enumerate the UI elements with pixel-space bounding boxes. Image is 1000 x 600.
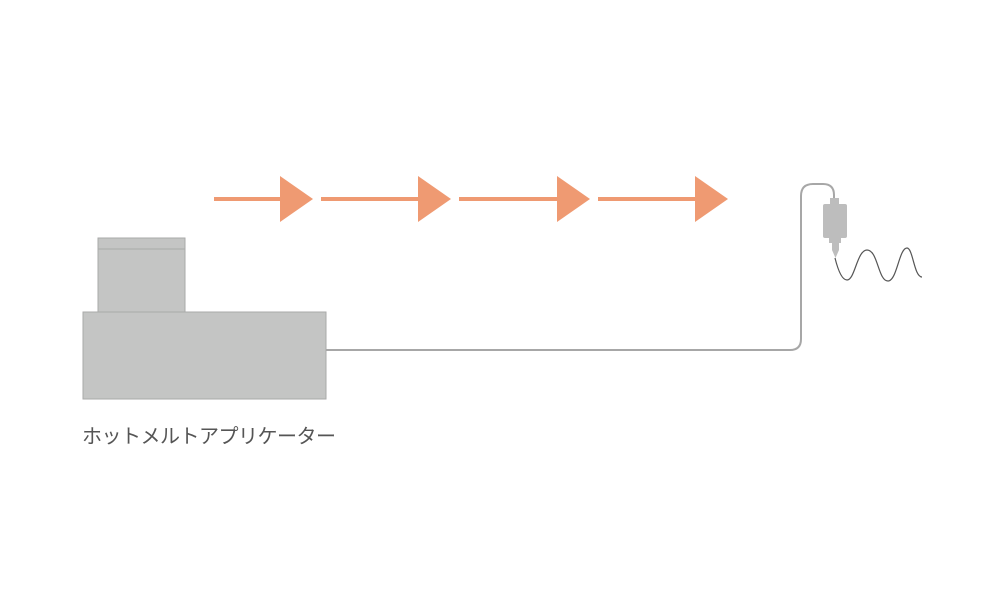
flow-arrow-icon [598,176,728,222]
hose-line [326,183,835,351]
flow-arrow-icon [214,176,313,222]
flow-arrows [214,176,728,222]
machine-base [82,311,327,400]
hot-melt-tank-icon [82,237,327,400]
flow-arrow-icon [321,176,451,222]
applicator-label: ホットメルトアプリケーター [82,424,336,448]
flow-arrow-icon [459,176,590,222]
machine-tank [97,237,186,315]
dispensing-gun-icon [823,198,847,258]
wavy-bead-icon [834,247,923,282]
